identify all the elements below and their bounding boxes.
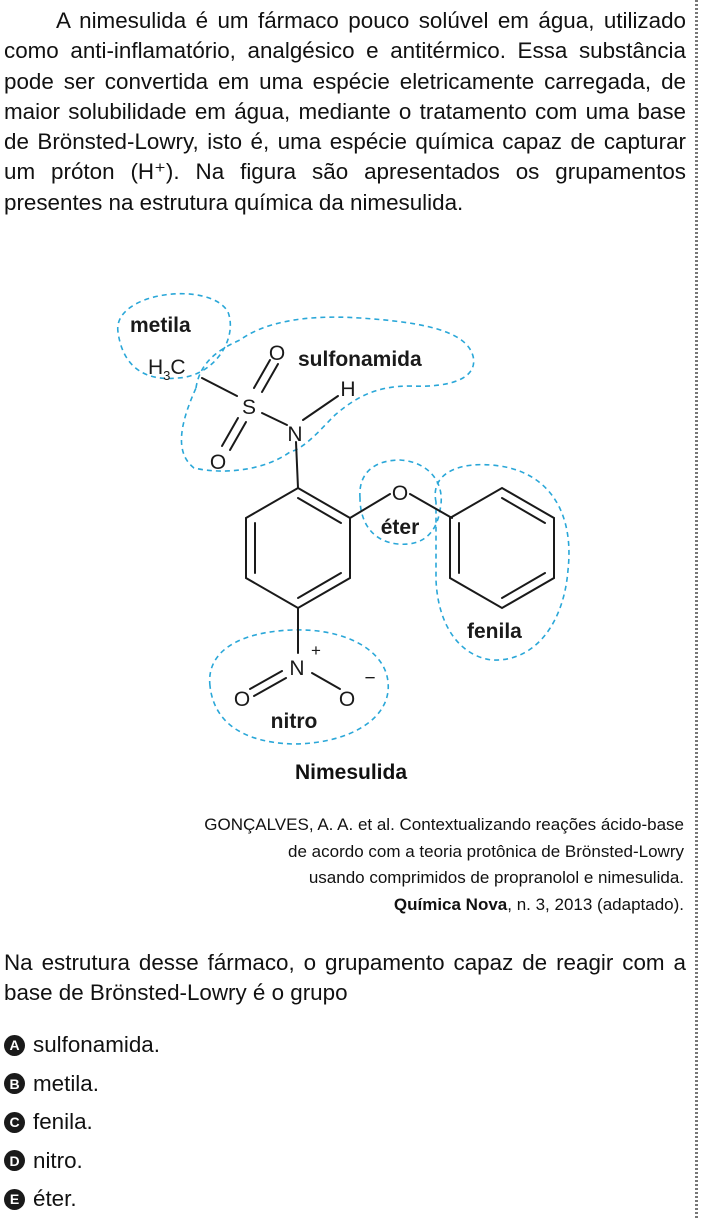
bond-ring-o — [349, 493, 391, 519]
bond-n-ring — [295, 441, 299, 489]
journal-details: , n. 3, 2013 (adaptado). — [507, 894, 684, 914]
bond-s-o-bottom-1 — [221, 417, 239, 447]
option-c-letter-badge: C — [4, 1111, 25, 1133]
label-metila: metila — [130, 314, 191, 337]
option-d-letter-badge: D — [4, 1150, 25, 1172]
central-ring-inner-3 — [297, 572, 342, 599]
group-outlines — [117, 293, 570, 745]
atom-labels: H3C S O O N H O N + O O − — [148, 342, 408, 711]
label-eter: éter — [381, 516, 420, 539]
nitro-oxygen-right: O — [339, 688, 355, 711]
journal-name: Química Nova — [393, 894, 508, 914]
option-b-text: metila. — [33, 1070, 99, 1096]
phenyl-ring — [449, 486, 555, 610]
sulfonyl-oxygen-top: O — [269, 342, 285, 365]
option-e-text: éter. — [33, 1186, 77, 1212]
central-ring — [245, 486, 351, 610]
nitro-nitrogen: N — [289, 657, 304, 680]
bond-s-o-bottom-2 — [229, 421, 247, 451]
chemical-structure-diagram: H3C S O O N H O N + O O − metila sulfona… — [117, 293, 570, 745]
h3c-group: H3C — [148, 356, 186, 383]
sulfonamida-outline — [180, 316, 475, 472]
sulfonyl-oxygen-bottom: O — [210, 451, 226, 474]
phenyl-inner-2 — [501, 572, 546, 599]
bond-s-o-top-2 — [261, 363, 279, 393]
bond-c-s — [201, 377, 238, 397]
bond-s-n — [261, 412, 288, 426]
label-nitro: nitro — [271, 710, 318, 733]
bond-nitro-o-left-1 — [249, 670, 283, 690]
amide-nitrogen: N — [287, 423, 302, 446]
nitro-plus-charge: + — [311, 641, 321, 660]
intro-paragraph: A nimesulida é um fármaco pouco solúvel … — [4, 8, 686, 215]
source-line-3: usando comprimidos de propranolol e nime… — [308, 868, 684, 887]
source-line-4: Química Nova, n. 3, 2013 (adaptado). — [24, 892, 684, 919]
label-fenila: fenila — [467, 620, 522, 643]
bond-nitro-o-left-2 — [253, 677, 287, 697]
source-line-1: GONÇALVES, A. A. et al. Contextualizando… — [204, 815, 684, 834]
bond-nitro-o-right — [311, 672, 341, 690]
option-e-letter-badge: E — [4, 1188, 25, 1210]
option-c-text: fenila. — [33, 1109, 93, 1135]
nitro-minus-charge: − — [364, 668, 375, 689]
figure-caption: Nimesulida — [294, 761, 408, 784]
fenila-outline — [434, 463, 570, 661]
column-divider — [695, 0, 698, 1218]
label-sulfonamida: sulfonamida — [298, 348, 422, 371]
amide-hydrogen: H — [340, 378, 355, 401]
option-a-letter-badge: A — [4, 1034, 25, 1056]
group-labels: metila sulfonamida éter fenila nitro — [130, 314, 522, 733]
nimesulide-structure-figure: H3C S O O N H O N + O O − metila sulfona… — [0, 270, 702, 750]
nitro-outline — [208, 629, 389, 745]
central-ring-inner-1 — [297, 497, 342, 524]
source-line-2: de acordo com a teoria protônica de Brön… — [288, 841, 684, 861]
option-b-letter-badge: B — [4, 1073, 25, 1095]
option-a-text: sulfonamida. — [33, 1032, 160, 1058]
ether-oxygen: O — [392, 482, 408, 505]
bond-o-phenyl — [409, 493, 453, 519]
bonds — [201, 359, 555, 697]
phenyl-inner-1 — [501, 497, 546, 524]
bond-s-o-top-1 — [253, 359, 271, 389]
source-citation: GONÇALVES, A. A. et al. Contextualizando… — [24, 812, 684, 918]
nitro-oxygen-left: O — [234, 688, 250, 711]
eter-outline — [359, 459, 442, 546]
bond-n-h — [302, 395, 339, 421]
metila-outline — [117, 293, 232, 380]
option-d-text: nitro. — [33, 1147, 83, 1173]
sulfur-atom: S — [242, 396, 256, 419]
question-stem: Na estrutura desse fármaco, o grupamento… — [4, 950, 686, 1006]
